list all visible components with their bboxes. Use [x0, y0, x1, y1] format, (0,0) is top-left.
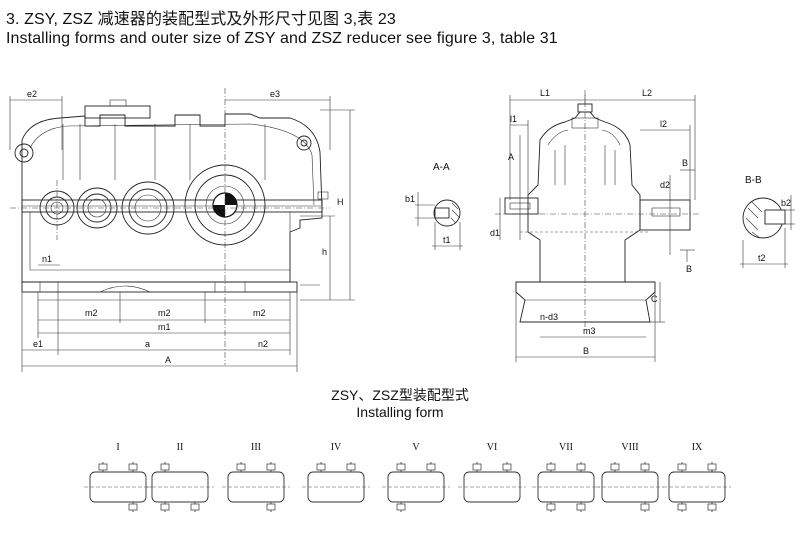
installing-form-9: IX [663, 442, 731, 512]
dim-label-e2: e2 [27, 89, 37, 99]
installing-form-label: I [116, 442, 119, 453]
dim-label-n1: n1 [42, 254, 52, 264]
section-a-a: A-A b1 t1 [405, 162, 463, 250]
dim-label-l2: l2 [660, 119, 667, 129]
installing-form-3: III [222, 442, 290, 512]
side-view: L1 L2 l1 l2 A d2 d1 B B C n-d3 m3 B [490, 88, 700, 362]
installing-form-4: IV [302, 442, 370, 503]
dim-label-m1: m1 [158, 322, 171, 332]
dim-label-l1: l1 [510, 114, 517, 124]
installing-form-8: VIII [596, 442, 664, 512]
section-arrow-B-bottom: B [686, 264, 692, 274]
section-arrow-B-top: B [682, 158, 688, 168]
dim-label-n-d3: n-d3 [540, 312, 558, 322]
dim-label-d1: d1 [490, 228, 500, 238]
installing-form-6: VI [458, 442, 526, 503]
section-arrow-A: A [508, 152, 514, 162]
installing-form-title-cn: ZSY、ZSZ型装配型式 [331, 387, 469, 403]
section-b-b-label-b2: b2 [781, 198, 791, 208]
installing-form-label: IX [692, 442, 703, 453]
section-b-b: B-B b2 t2 [740, 175, 795, 268]
installing-form-label: VIII [621, 442, 638, 453]
installing-form-label: V [412, 442, 420, 453]
dim-label-a: a [145, 339, 150, 349]
section-b-b-label-t2: t2 [758, 253, 766, 263]
dim-label-n2: n2 [258, 339, 268, 349]
installing-form-2: II [146, 442, 214, 512]
dim-label-m2-right: m2 [253, 308, 266, 318]
installing-form-5: V [382, 442, 450, 512]
installing-form-7: VII [532, 442, 600, 512]
heading-english: Installing forms and outer size of ZSY a… [6, 30, 558, 47]
installing-form-label: II [177, 442, 184, 453]
section-b-b-title: B-B [745, 175, 762, 186]
dim-label-H: H [337, 197, 344, 207]
dim-label-e1: e1 [33, 339, 43, 349]
installing-form-title-en: Installing form [356, 404, 444, 420]
installing-form-label: VII [559, 442, 573, 453]
dim-label-C: C [651, 294, 658, 304]
section-a-a-label-b1: b1 [405, 194, 415, 204]
dim-label-B: B [583, 346, 589, 356]
heading-chinese: 3. ZSY, ZSZ 减速器的装配型式及外形尺寸见图 3,表 23 [6, 11, 396, 28]
section-a-a-title: A-A [433, 162, 450, 173]
dim-label-L1: L1 [540, 88, 550, 98]
dim-label-m3: m3 [583, 326, 596, 336]
installing-form-label: VI [487, 442, 498, 453]
installing-form-label: IV [331, 442, 342, 453]
installing-form-1: I [84, 442, 152, 512]
dim-label-d2: d2 [660, 180, 670, 190]
dim-label-h: h [322, 247, 327, 257]
front-view: e2 e3 H h n1 m2 m2 m2 m1 e1 a n2 A [9, 88, 355, 372]
dim-label-m2-left: m2 [85, 308, 98, 318]
section-a-a-label-t1: t1 [443, 235, 451, 245]
installing-form-label: III [251, 442, 261, 453]
dim-label-L2: L2 [642, 88, 652, 98]
dim-label-e3: e3 [270, 89, 280, 99]
dim-label-A: A [165, 355, 171, 365]
dim-label-m2-center: m2 [158, 308, 171, 318]
